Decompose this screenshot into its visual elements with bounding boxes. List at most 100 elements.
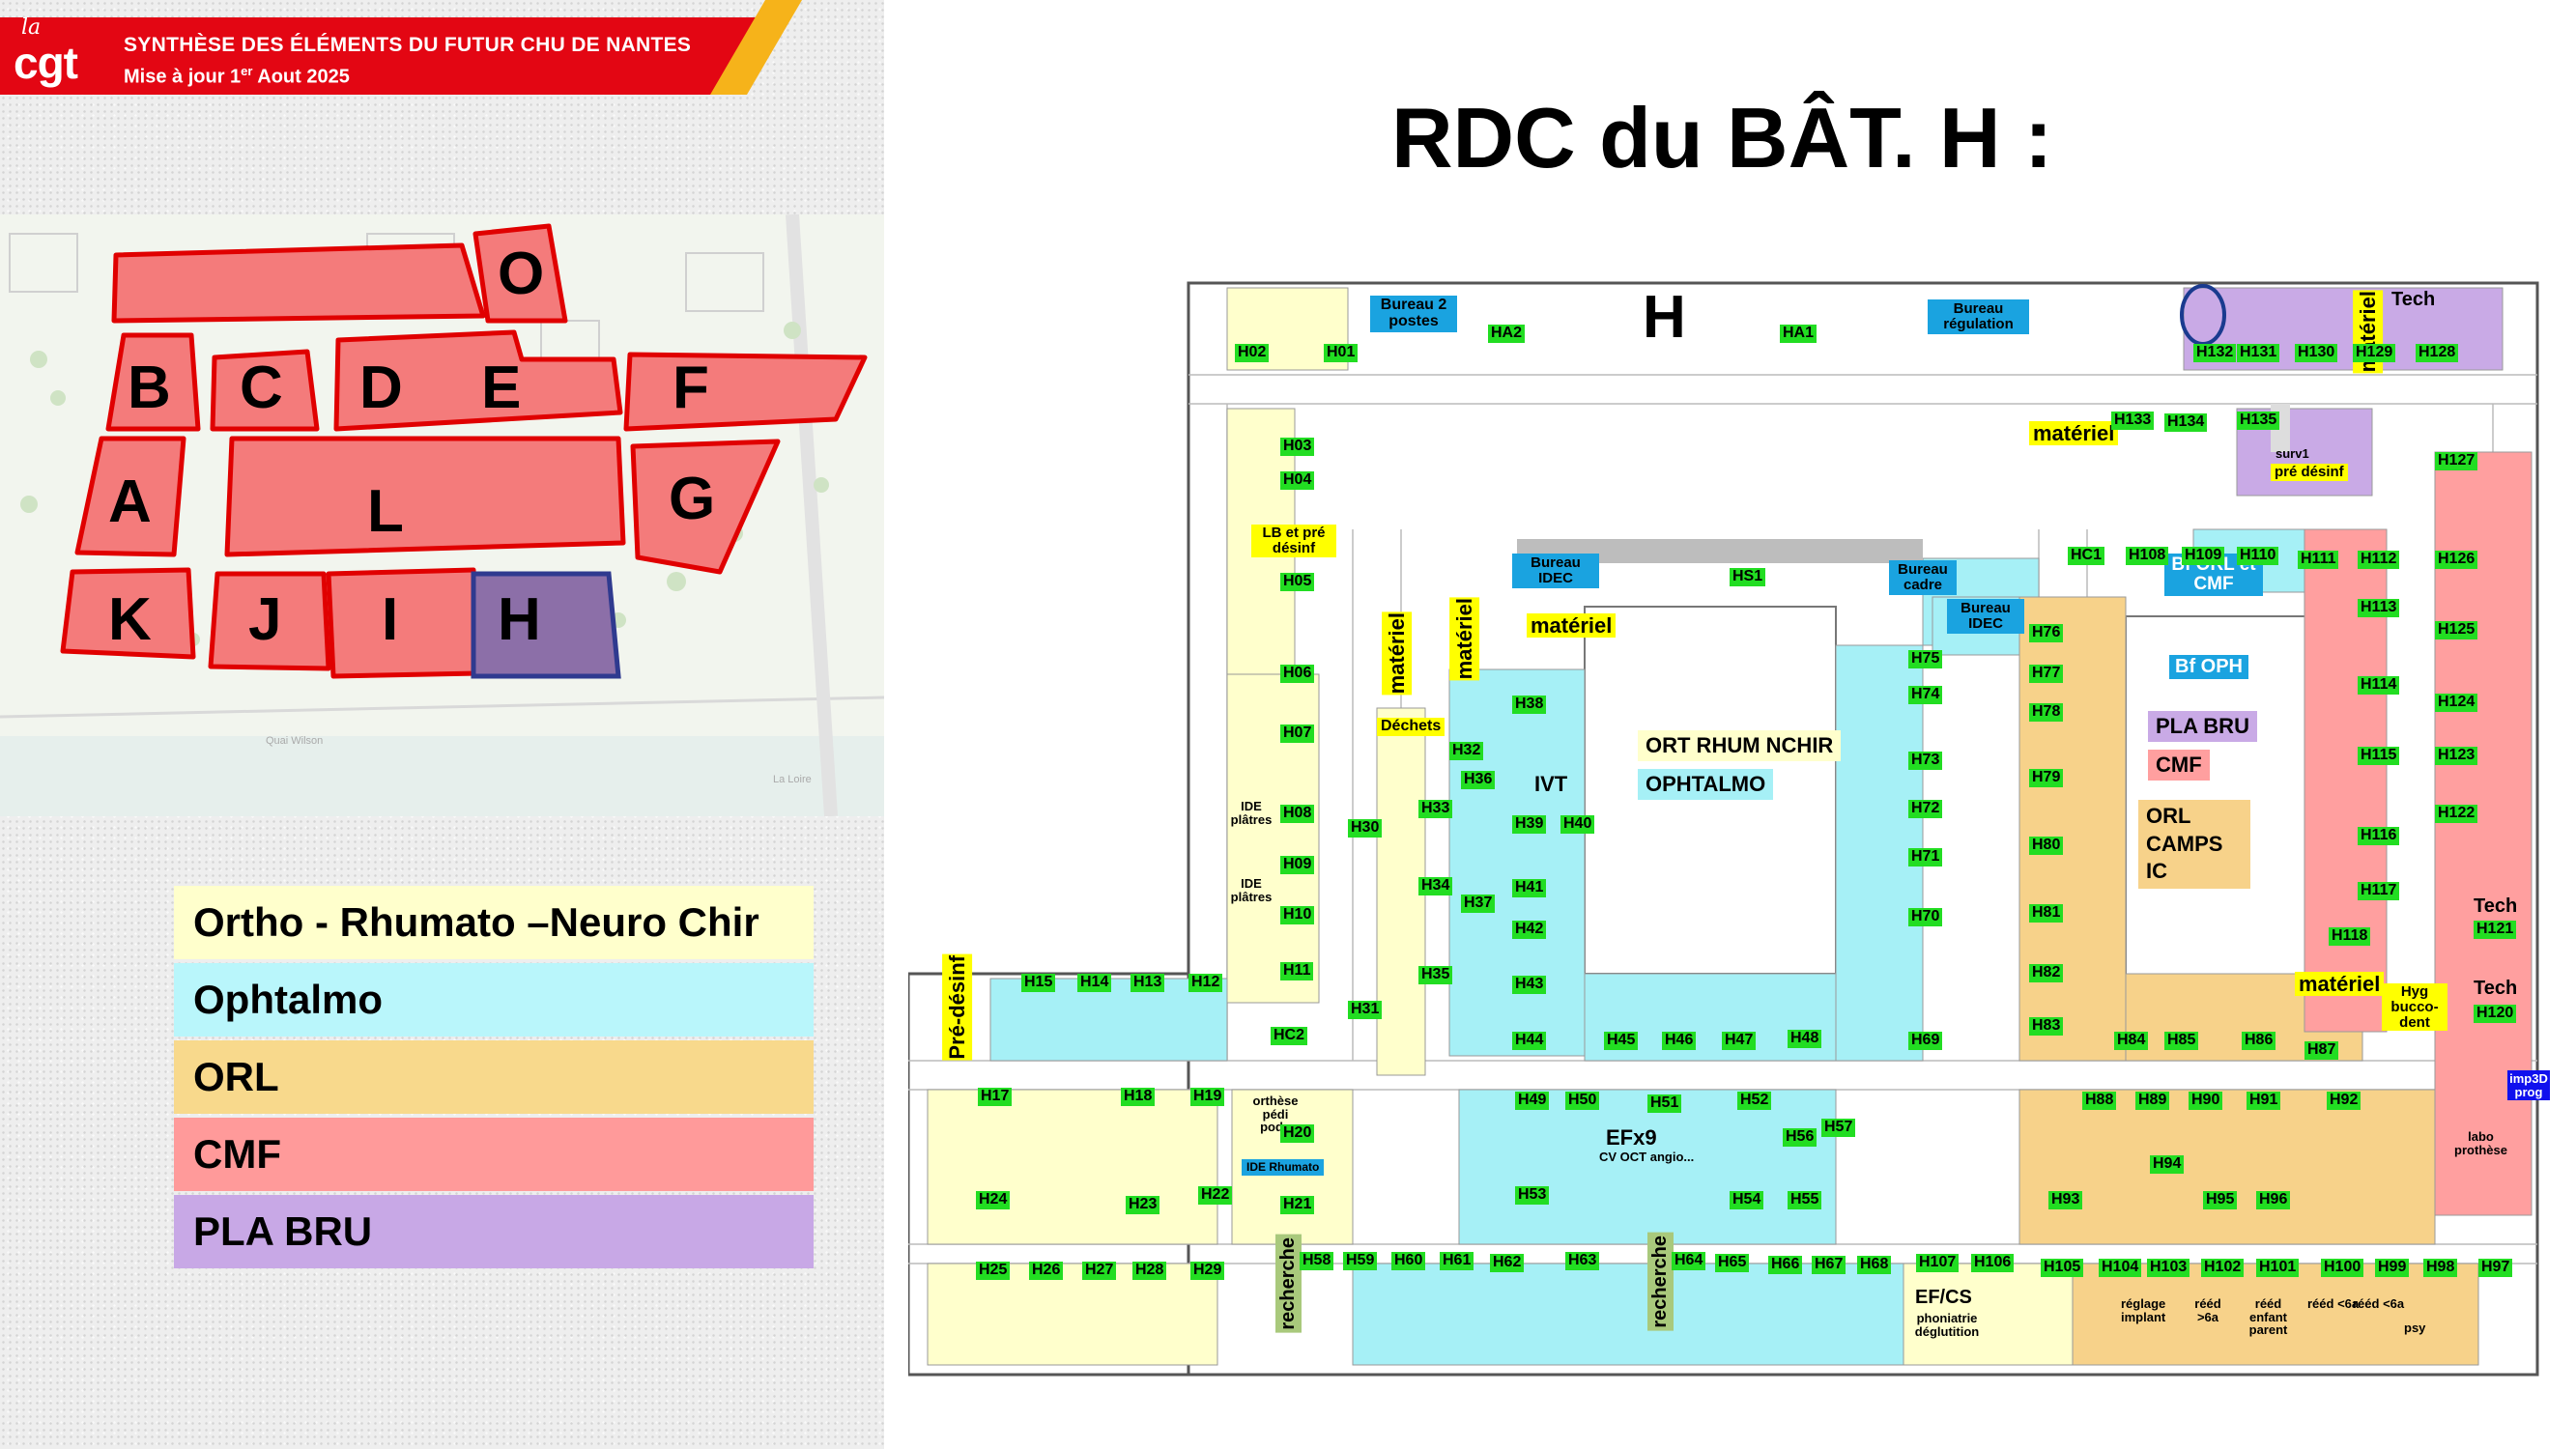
building-top — [111, 242, 486, 324]
page-title: RDC du BÂT. H : — [1391, 90, 2053, 185]
room-code: H104 — [2099, 1259, 2142, 1277]
room-code: H43 — [1512, 976, 1547, 994]
label-ide-platres-2: IDE plâtres — [1230, 876, 1273, 904]
room-code: H100 — [2321, 1259, 2364, 1277]
room-code: H122 — [2435, 805, 2478, 823]
label-ide-platres-1: IDE plâtres — [1230, 799, 1273, 827]
room-code: H87 — [2304, 1041, 2339, 1060]
room-code: H48 — [1788, 1030, 1822, 1048]
label-imp3d: imp3D prog — [2507, 1070, 2550, 1101]
room-code: H56 — [1783, 1128, 1818, 1147]
room-code: H126 — [2435, 551, 2478, 569]
room-code: H24 — [976, 1191, 1011, 1209]
bldg-label-d: D — [359, 355, 403, 421]
banner-subtitle: Mise à jour 1er Aout 2025 — [124, 64, 350, 89]
room-code: H58 — [1300, 1252, 1334, 1270]
room-code: H112 — [2358, 551, 2400, 569]
room-code: H109 — [2182, 547, 2225, 565]
bldg-label-c: C — [240, 355, 283, 421]
label-reed-enfant: rééd enfant parent — [2248, 1296, 2288, 1338]
room-code: H13 — [1131, 974, 1165, 992]
room-code: H09 — [1280, 856, 1315, 874]
label-bureau-regulation: Bureau régulation — [1928, 299, 2029, 334]
room-code: H08 — [1280, 805, 1315, 823]
room-code: H37 — [1461, 895, 1496, 913]
label-recherche-1: recherche — [1275, 1235, 1302, 1333]
room-code: H63 — [1565, 1252, 1600, 1270]
room-code: H11 — [1280, 962, 1314, 980]
legend-item-cmf: CMF — [174, 1118, 814, 1191]
label-efx9-sub: CV OCT angio... — [1599, 1150, 1695, 1164]
room-code: H78 — [2029, 703, 2064, 722]
room-code: H29 — [1190, 1262, 1225, 1280]
street-label: Quai Wilson — [266, 735, 323, 747]
room-code: H82 — [2029, 964, 2064, 982]
bldg-label-g: G — [669, 466, 715, 532]
plan-legend-orl: ORL — [2146, 804, 2191, 828]
plan-legend-cmf: CMF — [2148, 750, 2210, 781]
legend-item-ophtalmo: Ophtalmo — [174, 963, 814, 1037]
room-code: H94 — [2150, 1155, 2185, 1174]
room-code: H118 — [2329, 927, 2371, 946]
bldg-label-k: K — [108, 586, 152, 653]
label-materiel-1: matériel — [2029, 421, 2119, 446]
room-code: H55 — [1788, 1191, 1822, 1209]
room-code: H93 — [2048, 1191, 2083, 1209]
room-code: H14 — [1077, 974, 1112, 992]
legend-item-ortho: Ortho - Rhumato –Neuro Chir — [174, 886, 814, 959]
room-code: H20 — [1280, 1124, 1315, 1143]
room-code: H70 — [1908, 908, 1943, 926]
room-code: H22 — [1198, 1186, 1233, 1205]
floor-plan: H Bureau 2 postes Bureau régulation Bure… — [908, 278, 2550, 1379]
plan-building-letter: H — [1643, 284, 1686, 351]
building-de — [333, 329, 623, 432]
label-materiel-5: matériel — [1449, 597, 1480, 681]
room-code: H64 — [1672, 1252, 1706, 1270]
legend-item-orl: ORL — [174, 1040, 814, 1114]
label-pre-desinf-2: Pré-désinf — [942, 954, 973, 1061]
room-code: H97 — [2478, 1259, 2513, 1277]
room-code: H77 — [2029, 665, 2064, 683]
room-code: HC1 — [2068, 547, 2105, 565]
label-psy: psy — [2404, 1321, 2426, 1335]
label-recherche-2: recherche — [1647, 1233, 1674, 1331]
room-code: H41 — [1512, 879, 1547, 897]
room-code: H90 — [2189, 1092, 2223, 1110]
label-reglage: réglage implant — [2121, 1296, 2166, 1324]
building-g — [630, 439, 781, 575]
room-code: H117 — [2358, 882, 2400, 900]
room-code: H40 — [1560, 815, 1595, 834]
river-label: La Loire — [773, 774, 812, 785]
room-code: H03 — [1280, 438, 1315, 456]
room-code: H92 — [2327, 1092, 2361, 1110]
room-code: H108 — [2126, 547, 2169, 565]
room-code: H66 — [1768, 1256, 1803, 1274]
legend-item-pla-bru: PLA BRU — [174, 1195, 814, 1268]
room-code: H128 — [2416, 344, 2459, 362]
room-code: H49 — [1515, 1092, 1550, 1110]
building-o — [472, 223, 568, 324]
room-code: HC2 — [1271, 1027, 1308, 1045]
banner-title: SYNTHÈSE DES ÉLÉMENTS DU FUTUR CHU DE NA… — [124, 34, 692, 56]
room-code: H96 — [2256, 1191, 2291, 1209]
room-code: H32 — [1449, 742, 1484, 760]
building-h — [471, 571, 621, 679]
room-code: H116 — [2358, 827, 2400, 845]
room-code: H12 — [1188, 974, 1223, 992]
label-reed-6a: rééd >6a — [2194, 1296, 2221, 1324]
room-code: H114 — [2358, 676, 2400, 695]
room-code: H35 — [1418, 966, 1453, 984]
room-code: H65 — [1715, 1254, 1750, 1272]
label-bureau-idec-2: Bureau IDEC — [1947, 599, 2024, 634]
room-code: H127 — [2435, 452, 2478, 470]
room-code: H27 — [1082, 1262, 1117, 1280]
plan-legend-ortho: ORT RHUM NCHIR — [1638, 730, 1842, 761]
room-code: H134 — [2164, 413, 2208, 432]
building-f — [623, 352, 868, 432]
bldg-label-f: F — [673, 355, 709, 421]
label-materiel-2: matériel — [1527, 613, 1617, 639]
room-code: H106 — [1971, 1254, 2015, 1272]
room-code: H111 — [2298, 551, 2339, 569]
bldg-label-a: A — [108, 469, 152, 535]
room-code: H52 — [1737, 1092, 1772, 1110]
